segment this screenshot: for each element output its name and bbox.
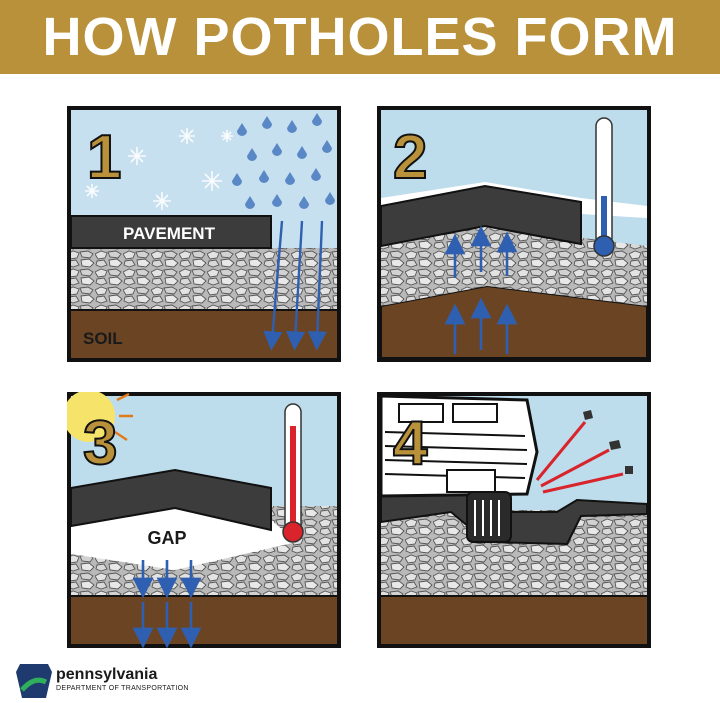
expansion-arrows [444, 225, 518, 354]
debris-icon [535, 410, 633, 494]
pavement-layer [380, 184, 582, 248]
thermometer-warm-icon [282, 403, 304, 543]
pavement-layer [70, 215, 272, 249]
snowflake-icon [85, 128, 233, 210]
water-arrows [263, 220, 327, 351]
drainage-arrows [132, 560, 202, 648]
step-number: 4 [393, 409, 428, 478]
penndot-logo: pennsylvania DEPARTMENT OF TRANSPORTATIO… [16, 664, 316, 698]
step-number: 1 [87, 123, 121, 192]
page-title: HOW POTHOLES FORM [42, 7, 678, 67]
title-banner: HOW POTHOLES FORM [0, 0, 720, 74]
panel-2-expand: 2 [377, 106, 651, 362]
panel-1-freeze: PAVEMENT SOIL 1 [67, 106, 341, 362]
keystone-icon [16, 664, 52, 698]
pavement-layer [70, 468, 272, 532]
rain-icon [232, 113, 335, 209]
soil-label: SOIL [83, 329, 123, 348]
pavement-label: PAVEMENT [123, 224, 216, 243]
panel-3-thaw: GAP 3 [67, 392, 341, 648]
panel-4-pothole: 4 [377, 392, 651, 648]
gap-label: GAP [147, 528, 186, 548]
step-number: 3 [83, 409, 117, 478]
logo-department: DEPARTMENT OF TRANSPORTATION [56, 685, 189, 692]
step-number: 2 [393, 123, 427, 192]
soil-layer [71, 596, 337, 644]
car-icon [379, 394, 539, 543]
logo-org-name: pennsylvania [56, 666, 158, 683]
gravel-layer [71, 248, 337, 310]
thermometer-cold-icon [593, 117, 615, 257]
soil-layer [381, 596, 647, 644]
sun-icon [67, 392, 133, 442]
